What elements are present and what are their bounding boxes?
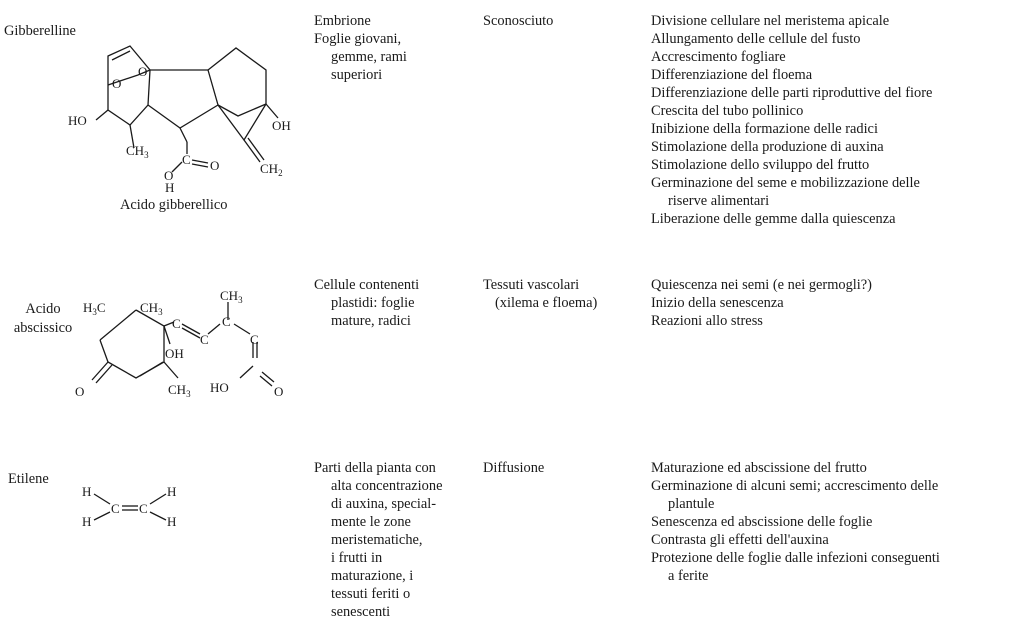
atom-c: C	[111, 501, 120, 516]
site-line: superiori	[331, 67, 383, 83]
atom-c: C	[139, 501, 148, 516]
atom-c: C	[182, 152, 191, 167]
site-line: Foglie giovani,	[314, 31, 402, 47]
effect-item: Germinazione del seme e mobilizzazione d…	[651, 175, 920, 191]
abscisic-acid-structure: H3C CH3 CH3 C C C C OH O CH3 HO O	[70, 282, 300, 412]
hormone-name-acido-abscissico: Acido abscissico	[4, 300, 82, 338]
atom-oh: OH	[272, 118, 291, 133]
site-line: alta concentrazione	[331, 478, 443, 494]
atom-h: H	[167, 484, 176, 499]
site-line: plastidi: foglie	[331, 295, 415, 311]
effects-etilene: Maturazione ed abscissione del frutto Ge…	[651, 459, 940, 585]
sites-etilene: Parti della pianta con alta concentrazio…	[314, 459, 442, 621]
ethylene-structure: H H C C H H	[76, 482, 186, 534]
hormone-name-line: Acido	[25, 301, 61, 317]
abscisic-acid-svg: H3C CH3 CH3 C C C C OH O CH3 HO O	[75, 288, 283, 399]
atom-c-2: C	[200, 332, 209, 347]
gibberellic-acid-structure: O O HO CH3 C O O H OH CH2	[60, 30, 310, 220]
effect-item: Liberazione delle gemme dalla quiescenza	[651, 211, 896, 227]
effect-item: Differenziazione delle parti riproduttiv…	[651, 85, 933, 101]
effect-item: Divisione cellulare nel meristema apical…	[651, 13, 890, 29]
site-line: meristematiche,	[331, 532, 423, 548]
hormone-name-gibberelline: Gibberelline	[4, 23, 76, 39]
effect-item: Crescita del tubo pollinico	[651, 103, 804, 119]
atom-o-acid: O	[274, 384, 283, 399]
gibberellic-acid-svg: O O HO CH3 C O O H OH CH2	[68, 45, 291, 195]
atom-o-bridge: O	[138, 64, 147, 79]
effect-item-continuation: plantule	[668, 496, 715, 512]
effect-item: Quiescenza nei semi (e nei germogli?)	[651, 277, 872, 293]
hormone-name-etilene: Etilene	[8, 471, 49, 487]
atom-o-ring: O	[112, 76, 121, 91]
atom-o-h: O	[164, 168, 173, 183]
site-line: i frutti in	[331, 550, 383, 566]
atom-c-4: C	[250, 332, 259, 347]
sites-acido-abscissico: Cellule contenenti plastidi: foglie matu…	[314, 276, 419, 330]
effect-item: Inibizione della formazione delle radici	[651, 121, 878, 137]
atom-ch3-b: CH3	[220, 288, 243, 305]
hormone-name-line: abscissico	[13, 320, 73, 336]
atom-ch3: CH3	[126, 143, 149, 160]
effects-acido-abscissico: Quiescenza nei semi (e nei germogli?) In…	[651, 276, 872, 330]
transport-acido-abscissico: Tessuti vascolari (xilema e floema)	[483, 276, 597, 312]
atom-c-1: C	[172, 316, 181, 331]
site-line: gemme, rami	[331, 49, 407, 65]
effect-item: Accrescimento fogliare	[651, 49, 786, 65]
effect-item: Protezione delle foglie dalle infezioni …	[651, 550, 940, 566]
atom-oh: OH	[165, 346, 184, 361]
site-line: Parti della pianta con	[314, 460, 436, 476]
atom-ho: HO	[68, 113, 87, 128]
transport-gibberelline: Sconosciuto	[483, 12, 553, 30]
transport-line: (xilema e floema)	[495, 295, 598, 311]
site-line: tessuti feriti o	[331, 586, 411, 602]
effect-item: Stimolazione dello sviluppo del frutto	[651, 157, 870, 173]
atom-c-3: C	[222, 314, 231, 329]
effect-item-continuation: riserve alimentari	[668, 193, 770, 209]
atom-ch2: CH2	[260, 161, 283, 178]
atom-ch3-a: CH3	[140, 300, 163, 317]
effect-item: Germinazione di alcuni semi; accrescimen…	[651, 478, 939, 494]
transport-line: Diffusione	[483, 460, 545, 476]
transport-line: Tessuti vascolari	[483, 277, 580, 293]
atom-h: H	[165, 180, 174, 195]
atom-o-double: O	[210, 158, 219, 173]
effect-item: Differenziazione del floema	[651, 67, 813, 83]
site-line: maturazione, i	[331, 568, 414, 584]
atom-h: H	[82, 484, 91, 499]
effect-item: Contrasta gli effetti dell'auxina	[651, 532, 829, 548]
effect-item: Reazioni allo stress	[651, 313, 763, 329]
atom-o-keto: O	[75, 384, 84, 399]
transport-etilene: Diffusione	[483, 459, 544, 477]
effect-item: Allungamento delle cellule del fusto	[651, 31, 861, 47]
atom-ch3-c: CH3	[168, 382, 191, 399]
sites-gibberelline: Embrione Foglie giovani, gemme, rami sup…	[314, 12, 407, 84]
site-line: Cellule contenenti	[314, 277, 420, 293]
effect-item: Senescenza ed abscissione delle foglie	[651, 514, 873, 530]
atom-h: H	[82, 514, 91, 529]
effect-item: Inizio della senescenza	[651, 295, 784, 311]
structure-caption-gibberellic-acid: Acido gibberellico	[120, 197, 228, 213]
site-line: mente le zone	[331, 514, 411, 530]
effect-item: Maturazione ed abscissione del frutto	[651, 460, 867, 476]
atom-ho: HO	[210, 380, 229, 395]
site-line: Embrione	[314, 13, 371, 29]
atom-h: H	[167, 514, 176, 529]
transport-line: Sconosciuto	[483, 13, 554, 29]
site-line: senescenti	[331, 604, 391, 620]
ethylene-svg: H H C C H H	[82, 484, 176, 529]
site-line: mature, radici	[331, 313, 411, 329]
effects-gibberelline: Divisione cellulare nel meristema apical…	[651, 12, 932, 228]
effect-item-continuation: a ferite	[668, 568, 709, 584]
atom-h3c: H3C	[83, 300, 106, 317]
effect-item: Stimolazione della produzione di auxina	[651, 139, 884, 155]
site-line: di auxina, special-	[331, 496, 437, 512]
